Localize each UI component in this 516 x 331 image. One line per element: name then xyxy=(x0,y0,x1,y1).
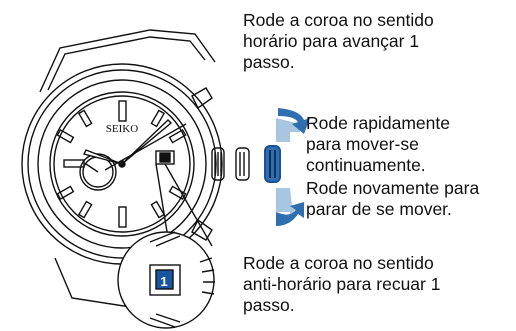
date-window xyxy=(155,150,175,165)
crown-1 xyxy=(211,147,225,181)
counterclockwise-instruction: Rode a coroa no sentido anti-horário par… xyxy=(243,253,441,315)
hour-markers xyxy=(56,100,187,228)
rotate-again-instruction: Rode novamente para parar de se mover. xyxy=(306,178,480,219)
watch-hands xyxy=(82,119,187,171)
crown-sequence xyxy=(211,145,281,183)
watch-brand-logo: SEIKO xyxy=(106,123,138,135)
crown-2 xyxy=(235,147,250,181)
rotate-forward-arrow-icon xyxy=(276,108,310,142)
pushers xyxy=(191,87,213,241)
rotate-backward-arrow-icon xyxy=(276,188,304,226)
crown-3 xyxy=(264,145,281,183)
zoom-date-numeral: 1 xyxy=(160,274,167,289)
zoom-magnifier xyxy=(117,231,215,329)
clockwise-instruction: Rode a coroa no sentido horário para ava… xyxy=(243,10,434,72)
rotate-fast-instruction: Rode rapidamente para mover-se continuam… xyxy=(306,113,450,175)
